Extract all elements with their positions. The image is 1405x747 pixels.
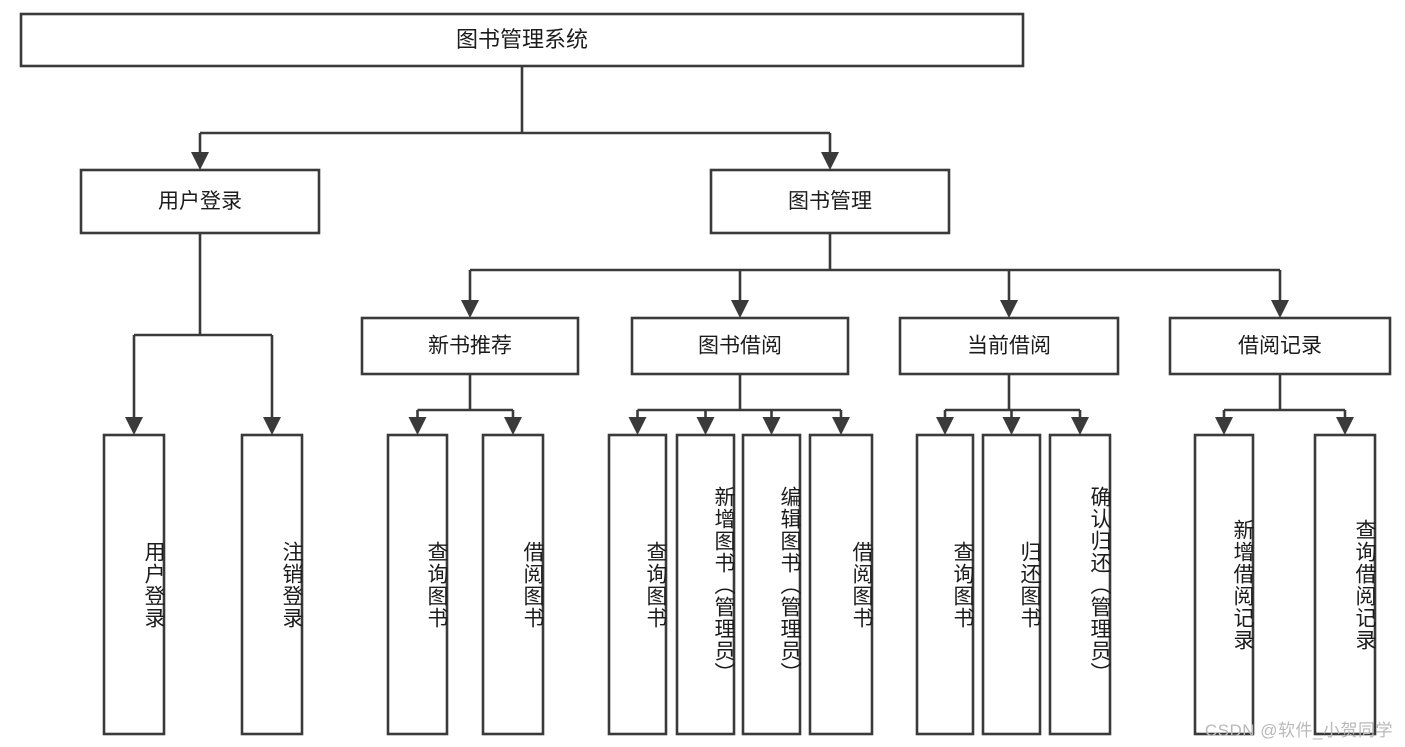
node-leaf-user-login[interactable] [102, 433, 166, 736]
conn-bm-to-new-book-recommend-arrowhead [461, 300, 479, 318]
conn-user-login-to-leaf-user-login-arrowhead [125, 417, 143, 435]
conn-book-borrow-to-leaf-query-book-2-arrowhead [628, 417, 647, 435]
node-leaf-borrow-book-1[interactable] [481, 433, 545, 736]
node-user-login-label: 用户登录 [158, 190, 242, 213]
node-leaf-add-record[interactable] [1193, 433, 1255, 736]
csdn-watermark: CSDN @软件_小贺同学 [1204, 721, 1393, 740]
conn-book-borrow-to-leaf-borrow-book-2-arrowhead [832, 417, 850, 435]
node-leaf-borrow-book-2[interactable] [808, 433, 874, 736]
conn-new-book-recommend-to-leaf-query-book-1-arrowhead [408, 417, 427, 435]
box-layer [19, 12, 1392, 736]
conn-book-borrow-to-leaf-add-book-arrowhead [696, 417, 715, 435]
node-leaf-edit-book[interactable] [741, 433, 802, 736]
conn-title-to-user-login-arrowhead [191, 152, 209, 170]
connector-layer [125, 66, 1354, 435]
conn-bm-to-current-borrow-arrowhead [1000, 300, 1018, 318]
node-system-title-label: 图书管理系统 [456, 27, 588, 52]
node-book-management-label: 图书管理 [788, 190, 872, 213]
conn-bm-to-borrow-record-arrowhead [1271, 300, 1289, 318]
node-new-book-recommend[interactable] [360, 316, 580, 376]
conn-current-borrow-to-leaf-return-book-arrowhead [1002, 417, 1021, 435]
node-book-management[interactable] [709, 168, 951, 235]
conn-borrow-record-to-leaf-add-record-arrowhead [1215, 417, 1233, 435]
node-book-borrow[interactable] [630, 316, 850, 376]
node-leaf-query-book-2[interactable] [607, 433, 668, 736]
node-leaf-return-book[interactable] [981, 433, 1042, 736]
node-borrow-record-label: 借阅记录 [1238, 335, 1322, 358]
node-leaf-confirm-return[interactable] [1048, 433, 1112, 736]
conn-current-borrow-to-leaf-confirm-return-arrowhead [1071, 417, 1089, 435]
node-leaf-query-book-3[interactable] [915, 433, 975, 736]
node-leaf-logout[interactable] [240, 433, 304, 736]
node-new-book-recommend-label: 新书推荐 [428, 335, 512, 358]
node-current-borrow[interactable] [898, 316, 1120, 376]
node-system-title[interactable] [19, 12, 1025, 68]
conn-new-book-recommend-to-leaf-borrow-book-1-arrowhead [504, 417, 522, 435]
conn-current-borrow-to-leaf-query-book-3-arrowhead [936, 417, 954, 435]
conn-title-to-book-management-arrowhead [821, 152, 839, 170]
node-book-borrow-label: 图书借阅 [698, 335, 782, 358]
conn-borrow-record-to-leaf-query-record-arrowhead [1336, 417, 1354, 435]
conn-book-borrow-to-leaf-edit-book-arrowhead [762, 417, 781, 435]
node-leaf-add-book[interactable] [675, 433, 736, 736]
conn-user-login-to-leaf-logout-arrowhead [263, 417, 281, 435]
node-leaf-query-book-1[interactable] [386, 433, 449, 736]
node-current-borrow-label: 当前借阅 [967, 335, 1051, 358]
node-leaf-query-record[interactable] [1313, 433, 1377, 736]
node-user-login[interactable] [79, 168, 321, 235]
conn-bm-to-book-borrow-arrowhead [731, 300, 749, 318]
node-borrow-record[interactable] [1168, 316, 1392, 376]
